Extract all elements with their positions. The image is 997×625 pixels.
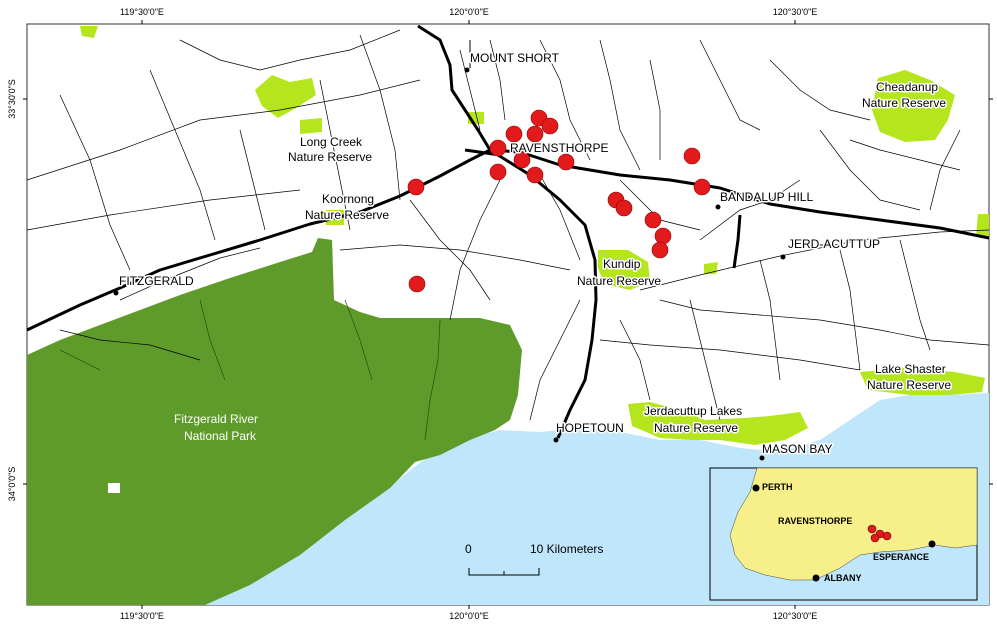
label-jerdacuttup: JERD-ACUTTUP [788, 237, 880, 251]
label-mount-short: MOUNT SHORT [470, 51, 560, 65]
label-mason-bay: MASON BAY [762, 442, 832, 456]
label-long-creek-1: Long Creek [300, 135, 363, 149]
grat-bottom-2: 120°0'0"E [449, 611, 489, 621]
reserve-small-3 [704, 262, 718, 274]
site-marker [541, 117, 559, 135]
label-jerdacuttup-lakes-2: Nature Reserve [654, 421, 738, 435]
inset-label-esperance: ESPERANCE [873, 552, 929, 562]
site-marker [644, 211, 662, 229]
scale-zero: 0 [465, 542, 472, 556]
site-marker [505, 125, 523, 143]
label-long-creek-2: Nature Reserve [288, 150, 372, 164]
site-marker [651, 241, 669, 259]
label-hopetoun: HOPETOUN [556, 421, 624, 435]
label-koornong-1: Koornong [322, 192, 374, 206]
site-marker [407, 178, 425, 196]
grat-left-1: 33°30'0"S [7, 79, 17, 119]
label-kundip-1: Kundip [603, 257, 641, 271]
scale-bar: 0 10 Kilometers [465, 542, 603, 576]
grat-bottom-3: 120°30'0"E [773, 611, 818, 621]
inset-label-perth: PERTH [762, 482, 793, 492]
grat-left-2: 34°0'0"S [7, 467, 17, 502]
reserve-cheadanup [872, 70, 955, 142]
park-inholding [108, 483, 120, 493]
fitzgerald-national-park [27, 238, 522, 605]
reserve-lake-shaster [860, 368, 985, 395]
label-kundip-2: Nature Reserve [577, 274, 661, 288]
reserve-kundip [598, 250, 650, 290]
minor-roads [26, 29, 990, 421]
grat-top-1: 119°30'0"E [120, 7, 164, 17]
label-cheadanup-2: Nature Reserve [862, 96, 946, 110]
label-lake-shaster-1: Lake Shaster [875, 362, 946, 376]
reserve-small-1 [80, 26, 98, 38]
grat-bottom-1: 119°30'0"E [120, 611, 164, 621]
label-ravensthorpe: RAVENSTHORPE [510, 141, 608, 155]
site-marker [526, 125, 544, 143]
site-marker [513, 151, 531, 169]
label-fitzgerald: FITZGERALD [119, 274, 194, 288]
reserve-small-4 [976, 214, 989, 236]
inset-label-ravensthorpe: RAVENSTHORPE [778, 516, 852, 526]
site-marker [615, 199, 633, 217]
scale-label: 10 Kilometers [530, 542, 603, 556]
label-fitzgerald-np-2: National Park [184, 429, 257, 443]
site-marker [526, 166, 544, 184]
park-tracks [59, 299, 441, 441]
grat-top-2: 120°0'0"E [449, 7, 489, 17]
label-cheadanup-1: Cheadanup [876, 80, 938, 94]
map-content: MOUNT SHORT RAVENSTHORPE BANDALUP HILL J… [26, 24, 990, 605]
site-marker [489, 163, 507, 181]
site-markers [407, 109, 711, 293]
label-jerdacuttup-lakes-1: Jerdacuttup Lakes [644, 404, 742, 418]
label-fitzgerald-np-1: Fitzgerald River [174, 412, 258, 426]
reserve-jerdacuttup-lakes [628, 402, 808, 445]
label-bandalup-hill: BANDALUP HILL [720, 190, 813, 204]
reserve-long-creek [255, 75, 316, 118]
town-points [113, 67, 786, 461]
site-marker [408, 275, 426, 293]
label-koornong-2: Nature Reserve [305, 208, 389, 222]
site-marker [557, 153, 575, 171]
grat-top-3: 120°30'0"E [773, 7, 818, 17]
inset-land [729, 467, 978, 581]
reserve-long-creek-2 [300, 118, 322, 134]
inset-label-albany: ALBANY [824, 573, 862, 583]
site-marker [654, 227, 672, 245]
main-roads [26, 24, 990, 439]
site-marker [693, 178, 711, 196]
label-lake-shaster-2: Nature Reserve [867, 378, 951, 392]
site-marker [489, 139, 507, 157]
site-marker [683, 147, 701, 165]
graticule-ticks [23, 20, 993, 609]
inset-map: PERTH RAVENSTHORPE ESPERANCE ALBANY [709, 467, 978, 601]
